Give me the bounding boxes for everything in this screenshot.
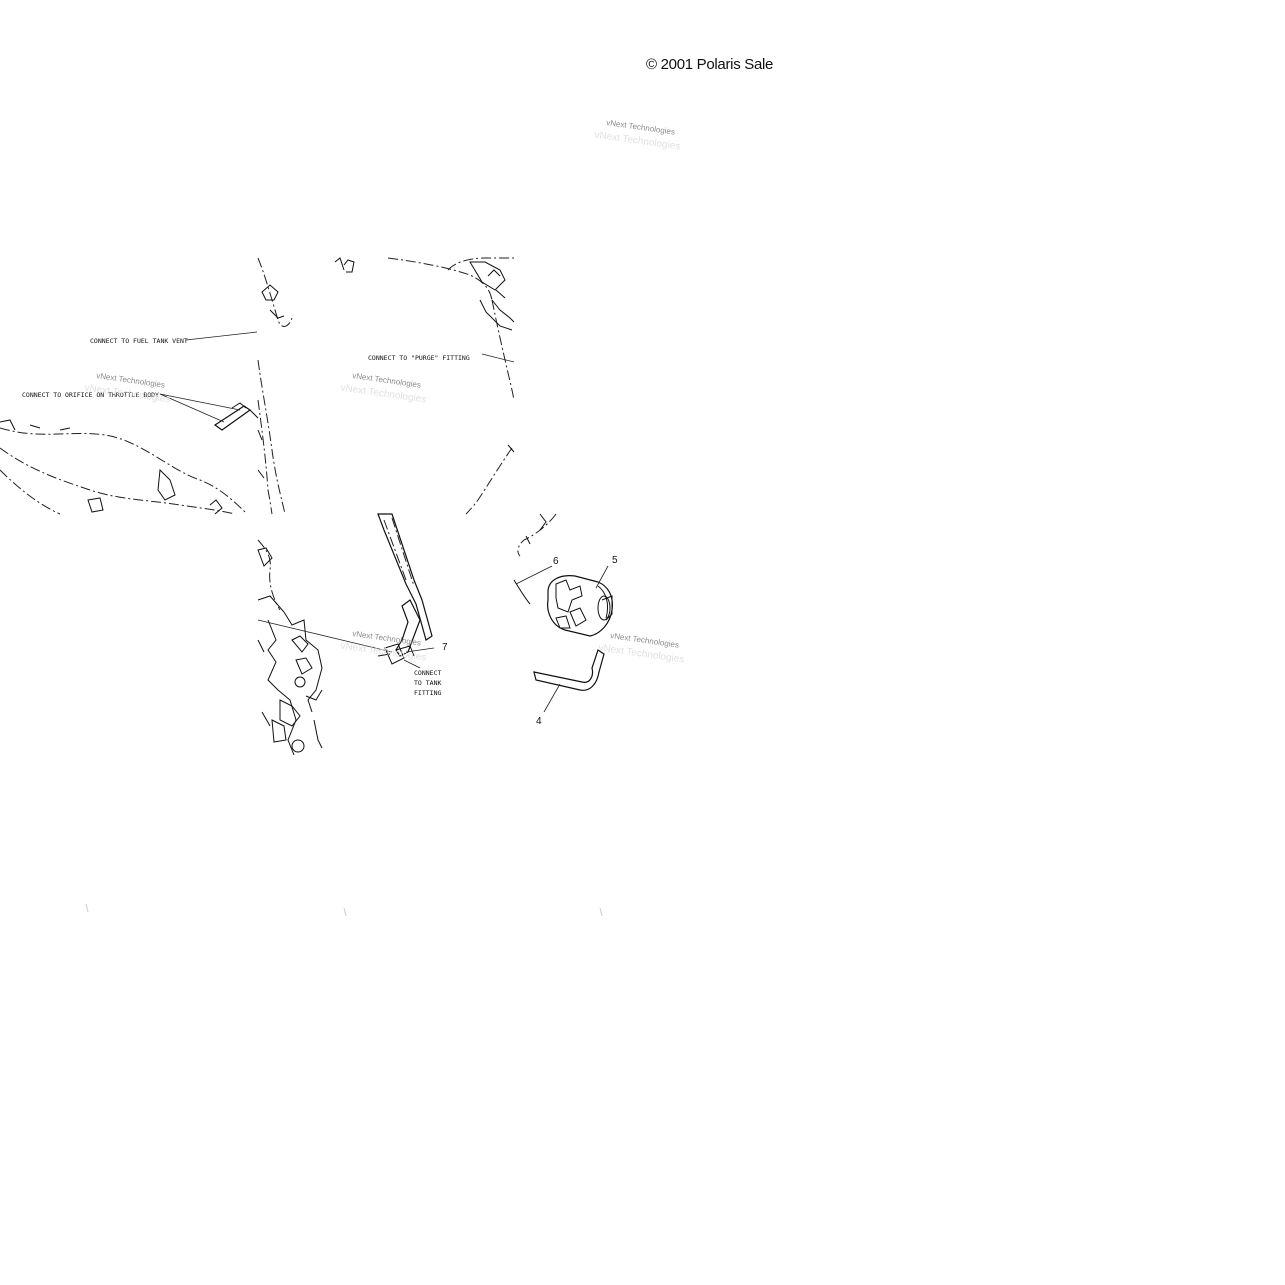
callout-fuel-tank-vent: CONNECT TO FUEL TANK VENT: [90, 337, 188, 345]
part-number-5: 5: [612, 555, 618, 566]
part-number-4: 4: [536, 716, 542, 727]
callout-throttle-body: CONNECT TO ORIFICE ON THROTTLE BODY: [22, 391, 159, 399]
callout-tank-fitting-line3: FITTING: [414, 689, 441, 697]
hose-diagonal: [465, 444, 515, 515]
frame-tube-left: [0, 419, 246, 515]
watermark-logo-5: vNext Technologies vNext Technologies: [598, 631, 685, 665]
canister-bracket-frame: [513, 513, 557, 605]
copyright-notice: © 2001 Polaris Sale: [646, 56, 774, 73]
callout-tank-fitting-line2: TO TANK: [414, 679, 441, 687]
part-number-6: 6: [553, 556, 559, 567]
purge-leader: [481, 353, 515, 363]
watermark-logo-2: vNext Technologies vNext Technologies: [84, 371, 171, 405]
tank-hose-vertical: [377, 513, 433, 665]
watermark-logo-1: vNext Technologies vNext Technologies: [594, 118, 681, 152]
elbow-hose: [533, 649, 605, 713]
faint-artifacts: [85, 903, 603, 917]
throttle-body-hose: [213, 402, 259, 431]
engine-frame-bottom: [257, 539, 323, 756]
part-number-7: 7: [442, 642, 448, 653]
charcoal-canister: [547, 565, 613, 637]
watermark-logo-3: vNext Technologies vNext Technologies: [340, 371, 427, 405]
callout-leaders-top-left: [159, 331, 258, 423]
frame-tube-center: [257, 257, 515, 515]
tank-fitting-leaders: [257, 619, 435, 669]
callout-tank-fitting-line1: CONNECT: [414, 669, 441, 677]
canister-strap: [515, 565, 553, 585]
callout-purge-fitting: CONNECT TO "PURGE" FITTING: [368, 354, 470, 362]
